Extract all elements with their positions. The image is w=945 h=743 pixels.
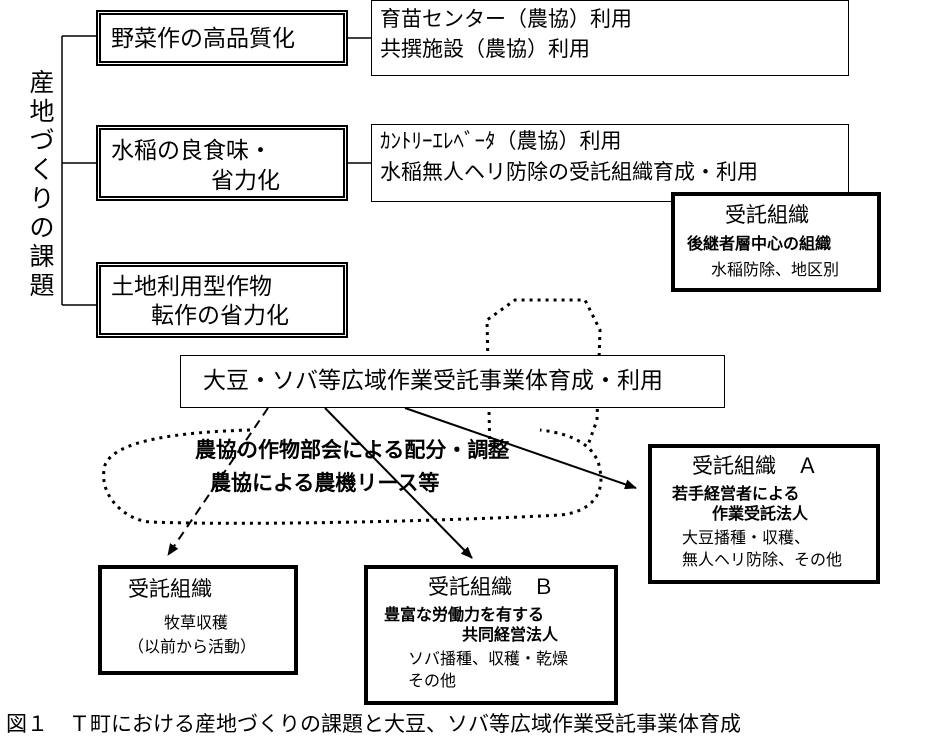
vertical-label-char: 題 <box>29 271 55 300</box>
issue-land-line1: 土地利用型作物 <box>111 274 272 300</box>
arrow-to-org-a <box>404 407 637 490</box>
org-a-detail2: 無人ヘリ防除、その他 <box>682 550 843 569</box>
org-b-detail2: その他 <box>408 671 457 690</box>
vertical-label-char: り <box>29 184 55 213</box>
org-left-title: 受託組織 <box>128 577 212 601</box>
arrow-to-org-b <box>324 407 473 559</box>
issue-vegetable-label: 野菜作の高品質化 <box>111 26 295 52</box>
org-rice-box: 受託組織 後継者層中心の組織 水稲防除、地区別 <box>671 192 881 292</box>
measure-rice-box: ｶﾝﾄﾘｰｴﾚﾍﾞｰﾀ（農協）利用 水稲無人ヘリ防除の受託組織育成・利用 <box>371 124 849 202</box>
central-label: 大豆・ソバ等広域作業受託事業体育成・利用 <box>203 368 663 394</box>
issue-land-box: 土地利用型作物 転作の省力化 <box>96 262 348 338</box>
org-rice-title: 受託組織 <box>725 203 809 227</box>
issue-vegetable-box: 野菜作の高品質化 <box>96 10 348 66</box>
vertical-label-char: づ <box>29 126 55 155</box>
vertical-label-char: 地 <box>29 97 55 126</box>
measure-vegetable-box: 育苗センター（農協）利用 共撰施設（農協）利用 <box>371 0 849 76</box>
vertical-label-char: 課 <box>29 242 55 271</box>
measure-vegetable-line1: 育苗センター（農協）利用 <box>380 7 632 31</box>
org-b-sub2: 共同経営法人 <box>462 625 559 644</box>
issue-rice-line1: 水稲の良食味・ <box>111 138 272 164</box>
central-box: 大豆・ソバ等広域作業受託事業体育成・利用 <box>180 355 725 408</box>
coordination-line1: 農協の作物部会による配分・調整 <box>195 438 510 462</box>
coordination-line2: 農協による農機リース等 <box>210 471 440 495</box>
measure-rice-line2: 水稲無人ヘリ防除の受託組織育成・利用 <box>380 160 758 184</box>
figure-caption: 図１ Ｔ町における産地づくりの課題と大豆、ソバ等広域作業受託事業体育成 <box>6 712 741 736</box>
org-left-box: 受託組織 牧草収穫 （以前から活動） <box>98 565 298 675</box>
org-b-box: 受託組織 Ｂ 豊富な労働力を有する 共同経営法人 ソバ播種、収穫・乾燥 その他 <box>364 565 618 705</box>
measure-rice-line1: ｶﾝﾄﾘｰｴﾚﾍﾞｰﾀ（農協）利用 <box>380 129 622 153</box>
org-left-detail1: 牧草収穫 <box>164 613 229 632</box>
vertical-label-char: く <box>29 155 55 184</box>
org-a-sub2: 作業受託法人 <box>712 504 809 523</box>
issue-rice-box: 水稲の良食味・ 省力化 <box>96 125 348 201</box>
org-rice-subtitle: 後継者層中心の組織 <box>687 234 832 253</box>
org-a-box: 受託組織 Ａ 若手経営者による 作業受託法人 大豆播種・収穫、 無人ヘリ防除、そ… <box>648 444 880 584</box>
measure-vegetable-line2: 共撰施設（農協）利用 <box>380 37 590 61</box>
org-left-detail2: （以前から活動） <box>128 637 257 656</box>
issue-land-line2: 転作の省力化 <box>151 303 289 329</box>
org-a-title: 受託組織 Ａ <box>692 454 818 478</box>
org-a-detail1: 大豆播種・収穫、 <box>682 528 811 547</box>
org-b-title: 受託組織 Ｂ <box>428 575 554 599</box>
vertical-label-char: 産 <box>29 68 55 97</box>
issue-rice-line2: 省力化 <box>211 168 280 194</box>
vertical-label-char: の <box>29 213 55 242</box>
org-a-sub1: 若手経営者による <box>672 484 800 503</box>
org-rice-detail: 水稲防除、地区別 <box>711 260 840 279</box>
org-b-detail1: ソバ播種、収穫・乾燥 <box>408 649 569 668</box>
org-b-sub1: 豊富な労働力を有する <box>384 605 545 624</box>
